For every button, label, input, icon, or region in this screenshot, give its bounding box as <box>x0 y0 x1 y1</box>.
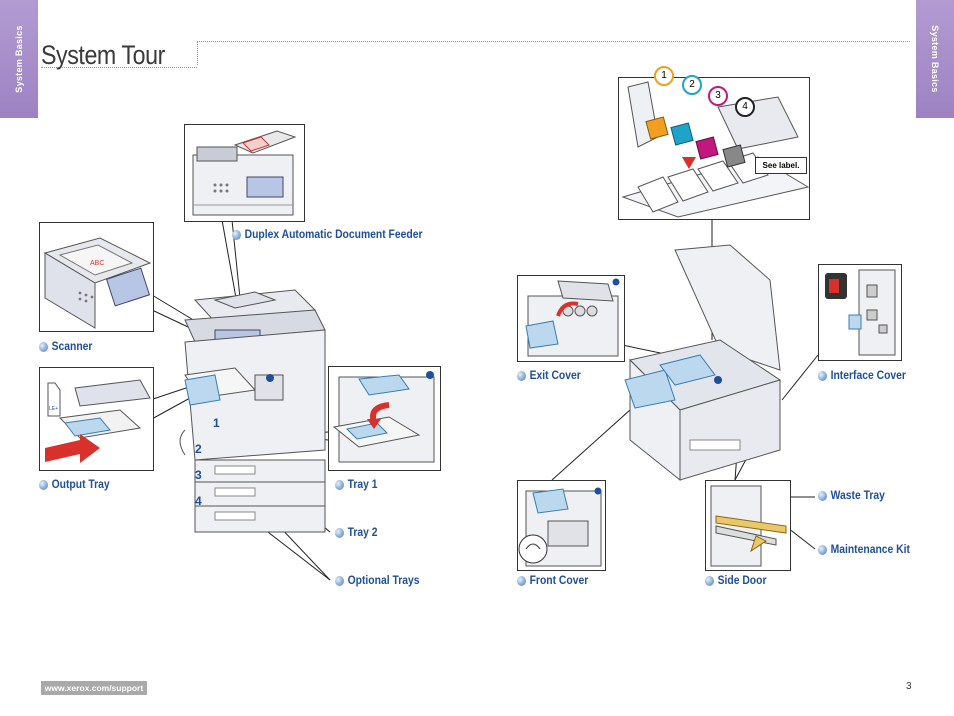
label-side-door-text: Side Door <box>717 575 767 587</box>
tray1-inset <box>328 366 441 471</box>
label-duplex-feeder-text: Duplex Automatic Document Feeder <box>244 229 423 241</box>
output-tray-drawing: LE+ <box>45 379 151 463</box>
label-tray2-text: Tray 2 <box>347 527 378 539</box>
label-maintenance-kit[interactable]: Maintenance Kit <box>818 544 910 556</box>
side-door-inset <box>705 480 791 571</box>
footer-url[interactable]: www.xerox.com/support <box>41 681 147 695</box>
svg-text:ABC: ABC <box>90 260 104 267</box>
bullet-icon <box>818 491 827 501</box>
interface-cover-drawing <box>825 269 896 356</box>
bullet-icon <box>335 528 344 538</box>
scanner-drawing: ABC <box>43 237 152 329</box>
bullet-icon <box>517 371 526 381</box>
label-front-cover-text: Front Cover <box>529 575 589 587</box>
side-tab-left: System Basics <box>0 0 38 118</box>
label-front-cover[interactable]: Front Cover <box>517 575 588 587</box>
interface-cover-inset <box>818 264 902 361</box>
mfp-printer-drawing <box>179 289 326 533</box>
label-tray1[interactable]: Tray 1 <box>335 479 378 491</box>
scanner-inset: ABC <box>39 222 154 332</box>
label-scanner-text: Scanner <box>51 341 93 353</box>
title-bracket <box>197 41 198 65</box>
ink-slot-1-callout: 1 <box>654 66 674 86</box>
printer-open-drawing <box>624 244 782 482</box>
bullet-icon <box>335 480 344 490</box>
ink-slot-3-callout: 3 <box>708 86 728 106</box>
tray-number-4: 4 <box>195 494 202 508</box>
label-optional-trays-text: Optional Trays <box>347 575 420 587</box>
bullet-icon <box>335 576 344 586</box>
label-scanner[interactable]: Scanner <box>39 341 92 353</box>
label-interface-cover[interactable]: Interface Cover <box>818 370 906 382</box>
label-output-tray[interactable]: Output Tray <box>39 479 110 491</box>
label-exit-cover[interactable]: Exit Cover <box>517 370 581 382</box>
exit-cover-inset <box>517 275 625 362</box>
duplex-feeder-inset <box>184 124 305 222</box>
label-interface-cover-text: Interface Cover <box>830 370 906 382</box>
label-side-door[interactable]: Side Door <box>705 575 766 587</box>
label-tray1-text: Tray 1 <box>347 479 378 491</box>
label-waste-tray-text: Waste Tray <box>830 490 885 502</box>
see-label-note: See label. <box>755 157 807 174</box>
bullet-icon <box>39 342 48 352</box>
label-output-tray-text: Output Tray <box>51 479 110 491</box>
bullet-icon <box>818 371 827 381</box>
title-underline <box>41 67 197 68</box>
svg-text:LE+: LE+ <box>49 406 58 412</box>
front-cover-inset <box>517 480 606 571</box>
bullet-icon <box>705 576 714 586</box>
duplex-feeder-drawing <box>192 130 297 216</box>
page-title: System Tour <box>41 40 165 70</box>
ink-slot-4-callout: 4 <box>735 97 755 117</box>
label-duplex-feeder[interactable]: Duplex Automatic Document Feeder <box>232 229 423 241</box>
label-maintenance-kit-text: Maintenance Kit <box>830 544 910 556</box>
bullet-icon <box>39 480 48 490</box>
bullet-icon <box>517 576 526 586</box>
label-waste-tray[interactable]: Waste Tray <box>818 490 885 502</box>
front-cover-drawing <box>518 487 602 567</box>
side-door-drawing <box>710 485 787 567</box>
ink-slot-2-callout: 2 <box>682 75 702 95</box>
tray1-drawing <box>332 371 435 463</box>
title-rule <box>197 41 910 42</box>
side-tab-right: System Basics <box>916 0 954 118</box>
tray-number-2: 2 <box>195 442 202 456</box>
tray-number-1: 1 <box>213 416 220 430</box>
bullet-icon <box>232 230 241 240</box>
page-number: 3 <box>906 681 912 692</box>
exit-cover-drawing <box>525 278 620 357</box>
label-exit-cover-text: Exit Cover <box>529 370 581 382</box>
label-tray2[interactable]: Tray 2 <box>335 527 378 539</box>
tray-number-3: 3 <box>195 468 202 482</box>
label-optional-trays[interactable]: Optional Trays <box>335 575 420 587</box>
bullet-icon <box>818 545 827 555</box>
output-tray-inset: LE+ <box>39 367 154 471</box>
